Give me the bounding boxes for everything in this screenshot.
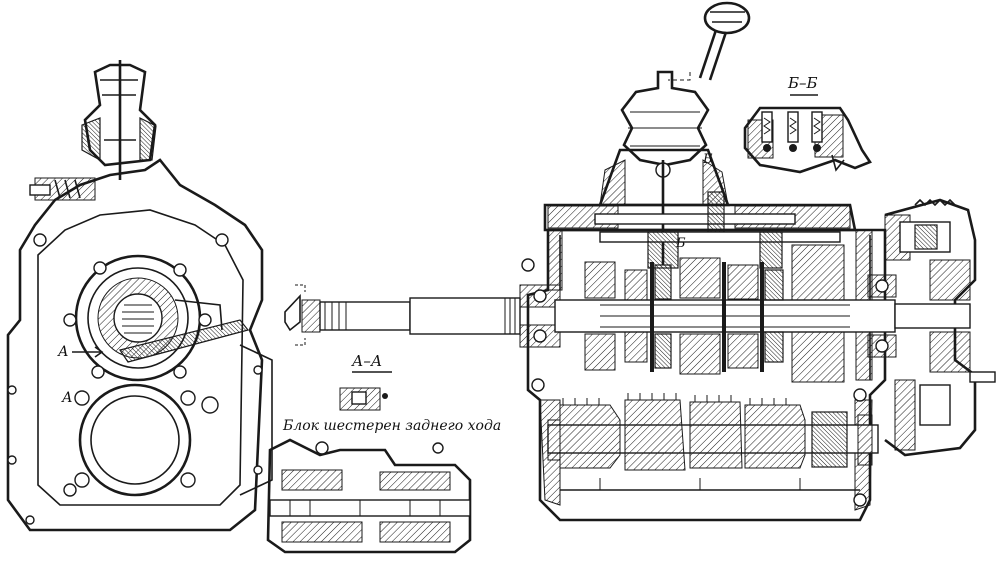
- reverse-gear-block-caption: Блок шестерен заднего хода: [283, 418, 502, 434]
- marker-b-upper: Б: [703, 152, 713, 167]
- marker-b-lower: Б: [676, 236, 686, 251]
- marker-a-upper: А: [58, 344, 69, 360]
- section-bb-detail: [743, 94, 872, 174]
- marker-a-lower: А: [62, 390, 73, 406]
- longitudinal-section: [284, 1, 996, 522]
- section-aa-detail: [339, 371, 392, 411]
- section-bb-label: Б–Б: [788, 74, 818, 92]
- section-aa-label: А–А: [352, 352, 383, 370]
- front-view: [6, 60, 273, 532]
- reverse-gear-block: [266, 438, 472, 554]
